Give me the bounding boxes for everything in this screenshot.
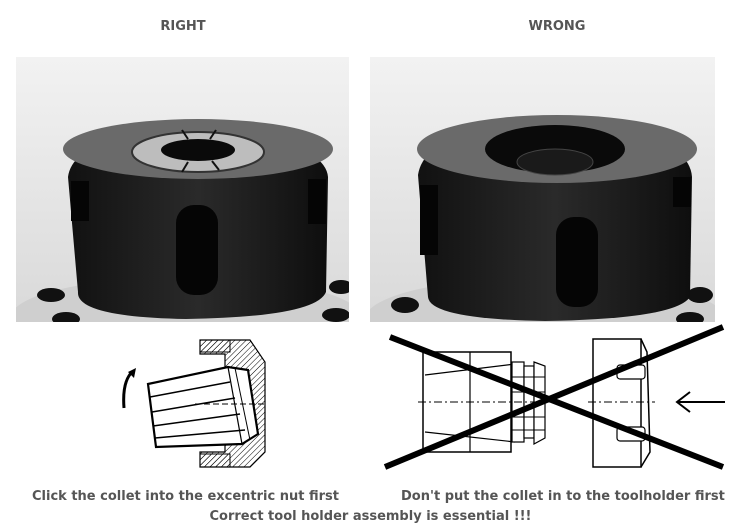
photo-right (16, 57, 349, 322)
photo-wrong (370, 57, 715, 322)
caption-right: Click the collet into the excentric nut … (32, 489, 339, 504)
caption-footer: Correct tool holder assembly is essentia… (209, 509, 532, 524)
header-wrong: WRONG (528, 19, 586, 34)
drawing-wrong (380, 322, 740, 482)
header-right: RIGHT (160, 19, 206, 34)
caption-wrong: Don't put the collet in to the toolholde… (401, 489, 725, 504)
drawing-right (100, 322, 280, 482)
